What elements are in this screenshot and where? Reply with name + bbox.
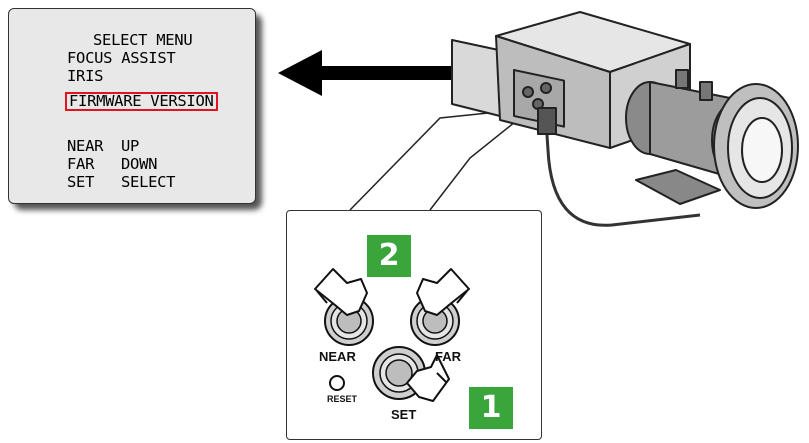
button-diagram — [314, 268, 470, 402]
reset-button-icon — [329, 375, 345, 391]
osd-menu-item-firmware-version: FIRMWARE VERSION — [65, 92, 218, 111]
step-2-badge: 2 — [367, 235, 411, 277]
osd-hint-key: SET — [67, 173, 95, 191]
osd-menu-title: SELECT MENU — [93, 31, 193, 49]
osd-hint-action: DOWN — [121, 155, 158, 173]
step-1-badge: 1 — [469, 387, 513, 429]
left-arrow-icon — [278, 50, 460, 96]
camera-body — [451, 11, 799, 227]
reset-button-label: RESET — [327, 394, 358, 404]
osd-menu-panel: SELECT MENU FOCUS ASSIST IRIS FIRMWARE V… — [8, 8, 256, 204]
callout-leader-lines — [349, 111, 521, 211]
osd-hint-action: SELECT — [121, 173, 176, 191]
far-button-label: FAR — [435, 349, 461, 364]
hand-pointer-icon — [416, 268, 470, 316]
osd-hint-key: NEAR — [67, 137, 104, 155]
hand-pointer-icon — [406, 354, 450, 402]
hand-pointer-icon — [314, 268, 368, 316]
button-callout-inset: 2 1 NEAR FAR SET RESET — [286, 210, 542, 440]
osd-hint-action: UP — [121, 137, 140, 155]
osd-menu-item-focus-assist: FOCUS ASSIST — [67, 49, 176, 67]
set-button-label: SET — [391, 407, 417, 422]
osd-hint-key: FAR — [67, 155, 95, 173]
near-button-label: NEAR — [319, 349, 356, 364]
osd-menu-item-iris: IRIS — [67, 67, 104, 85]
